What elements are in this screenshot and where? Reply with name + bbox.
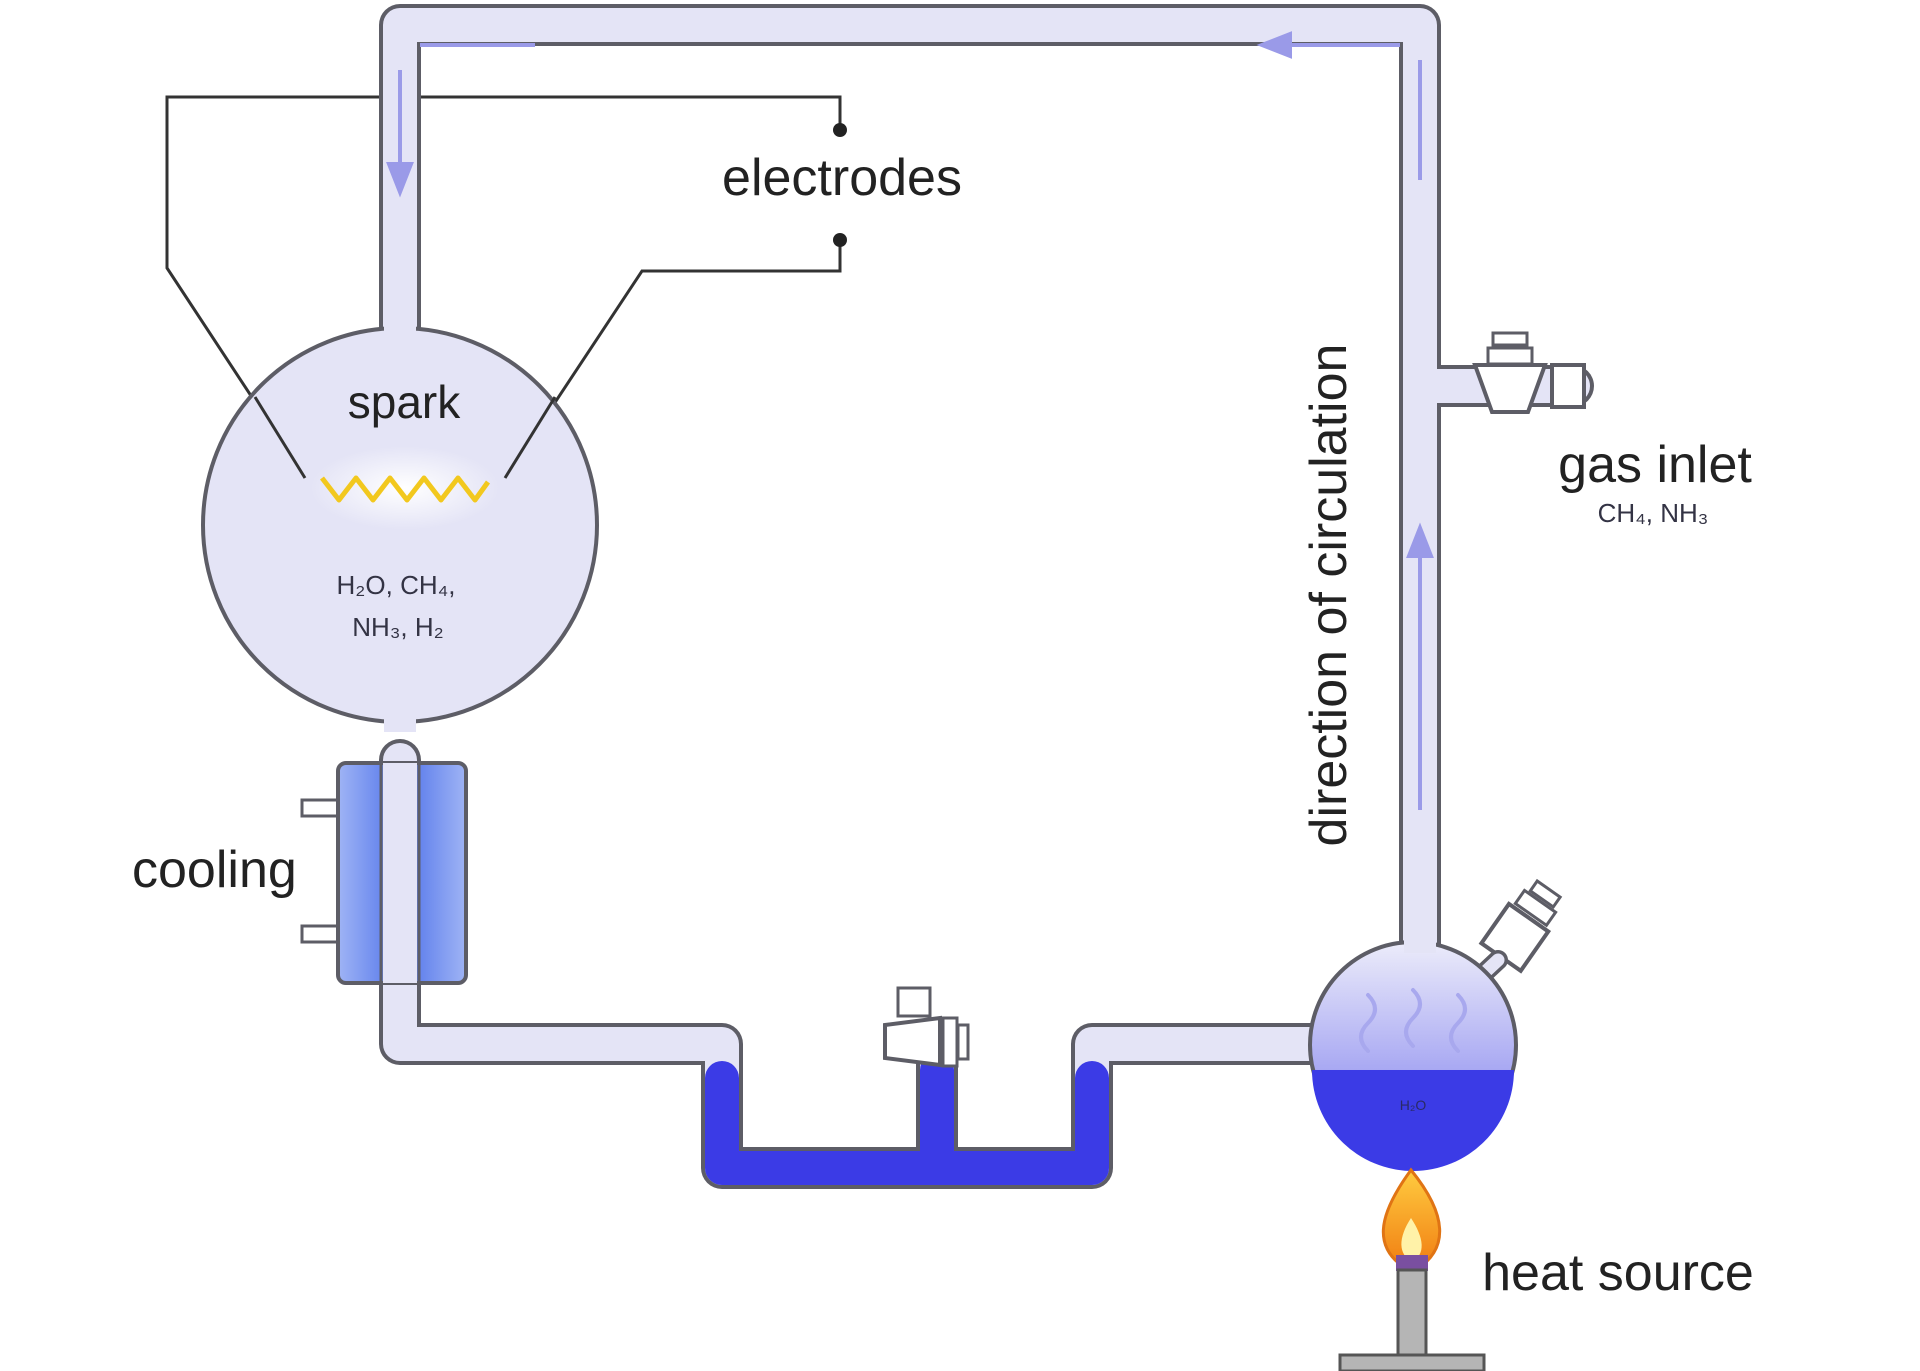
stopcock-valve-icon — [883, 1015, 942, 1068]
flow-arrows — [386, 31, 1434, 810]
bunsen-burner — [1338, 1167, 1486, 1371]
glass-tubing — [379, 4, 1594, 1189]
u-trap-stopcock — [883, 986, 970, 1068]
boiling-flask — [1308, 878, 1563, 1171]
gas-inlet-label: gas inlet — [1558, 436, 1752, 494]
coolant-port-upper — [300, 798, 342, 818]
right-electrode-tip — [503, 396, 557, 479]
electrode-terminal-bottom — [833, 233, 847, 247]
cooling-jacket — [300, 761, 468, 985]
burner-head — [1396, 1255, 1428, 1271]
spark-chamber-neck-blend — [384, 320, 416, 732]
vapor-wave-icon — [1359, 988, 1467, 1053]
flow-arrow-icon — [1256, 31, 1292, 59]
left-electrode-tip — [253, 396, 307, 479]
flow-arrow-icon — [1406, 522, 1434, 558]
electrodes-label: electrodes — [722, 149, 962, 207]
boiling-flask-label: H₂O — [1400, 1097, 1427, 1113]
u-trap-liquid — [705, 1053, 1109, 1185]
flask-contents-line1: H₂O, CH₄, — [337, 570, 456, 600]
left-electrode-wire — [165, 95, 842, 479]
heat-source-label: heat source — [1482, 1244, 1754, 1302]
flask-contents-line2: NH₃, H₂ — [352, 612, 443, 642]
cooling-label: cooling — [132, 841, 297, 899]
coolant-port-lower — [300, 924, 342, 944]
right-electrode-wire — [503, 242, 842, 479]
flame-core — [1401, 1218, 1422, 1262]
burner-barrel — [1396, 1268, 1428, 1362]
gas-inlet-stopcock — [1472, 331, 1586, 414]
direction-of-circulation-label: direction of circulation — [1300, 344, 1358, 847]
gas-inlet-formula: CH₄, NH₃ — [1598, 498, 1709, 528]
boiling-water — [1312, 1070, 1514, 1171]
condenser-inner-tube — [383, 763, 417, 983]
electrode-wires — [165, 95, 842, 479]
electrode-terminal-top — [833, 123, 847, 137]
burner-base — [1338, 1353, 1486, 1371]
spark-zigzag-icon — [320, 475, 491, 503]
spark-label: spark — [348, 376, 461, 428]
flow-arrow-icon — [386, 162, 414, 198]
spark-glow — [310, 446, 500, 530]
